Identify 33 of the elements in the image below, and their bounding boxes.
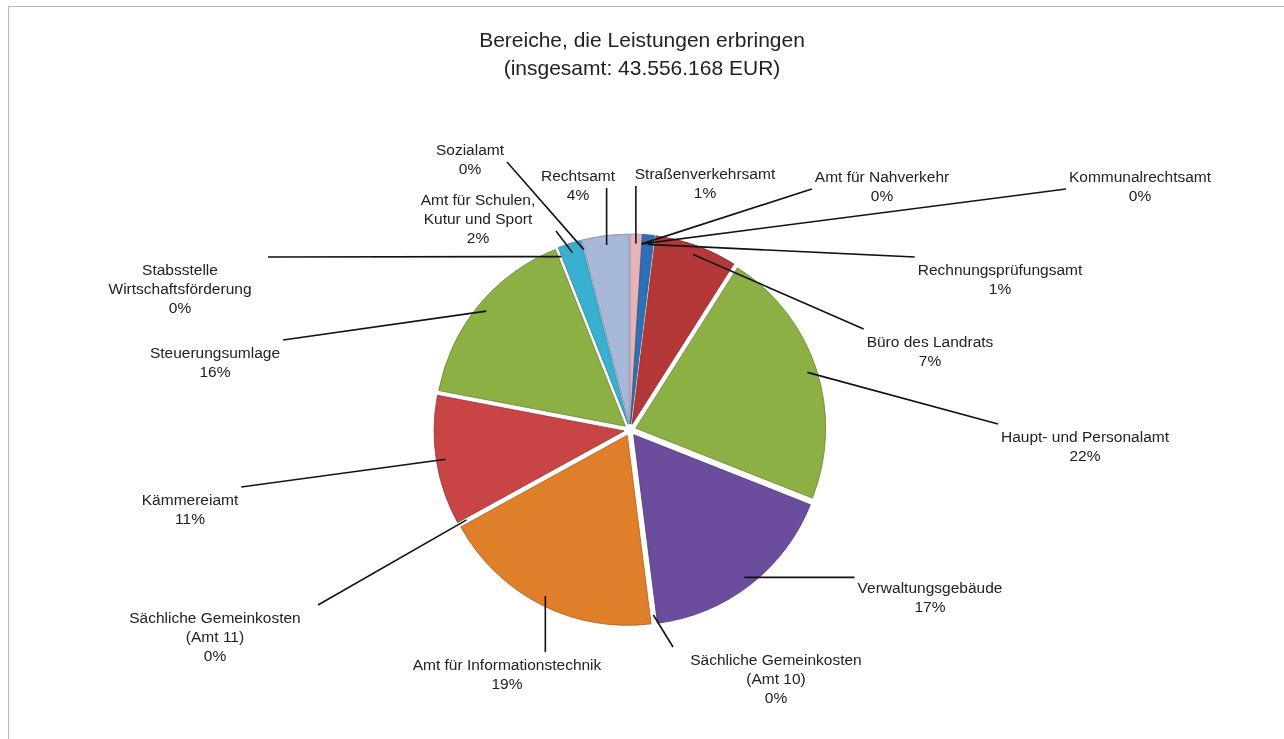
value-label: 0% [168,298,192,317]
category-label: Amt für Informationstechnik [412,655,602,674]
value-label: 2% [466,228,490,247]
category-label: Büro des Landrats [866,332,994,351]
category-label: Rechnungsprüfungsamt [917,260,1083,279]
value-label: 7% [918,351,942,370]
category-label: Haupt- und Personalamt [1001,427,1169,446]
value-label: 17% [914,597,946,616]
category-label: Steuerungsumlage [149,343,281,362]
value-label: 0% [458,159,482,178]
value-label: 1% [988,279,1012,298]
chart-title: Bereiche, die Leistungen erbringen (insgesamt: 43.556.168 EUR) [478,27,806,81]
value-label: 11% [175,509,205,528]
category-label: Sozialamt [435,140,505,159]
value-label: 0% [870,186,894,205]
value-label: 0% [764,688,788,707]
category-label: Sächliche Gemeinkosten (Amt 10) [689,650,863,688]
category-label: Stabsstelle Wirtschaftsförderung [107,260,253,298]
category-label: Kommunalrechtsamt [1068,167,1212,186]
category-label: Verwaltungsgebäude [857,578,1003,597]
value-label: 22% [1069,446,1101,465]
value-label: 0% [1128,186,1152,205]
value-label: 16% [199,362,231,381]
category-label: Amt für Schulen, Kutur und Sport [419,190,537,228]
category-label: Kämmereiamt [141,490,239,509]
category-label: Rechtsamt [540,166,616,185]
value-label: 1% [693,183,717,202]
category-label: Sächliche Gemeinkosten (Amt 11) [128,608,302,646]
category-label: Amt für Nahverkehr [814,167,950,186]
value-label: 19% [491,674,523,693]
value-label: 0% [203,646,227,665]
value-label: 4% [566,185,590,204]
category-label: Straßenverkehrsamt [634,164,776,183]
